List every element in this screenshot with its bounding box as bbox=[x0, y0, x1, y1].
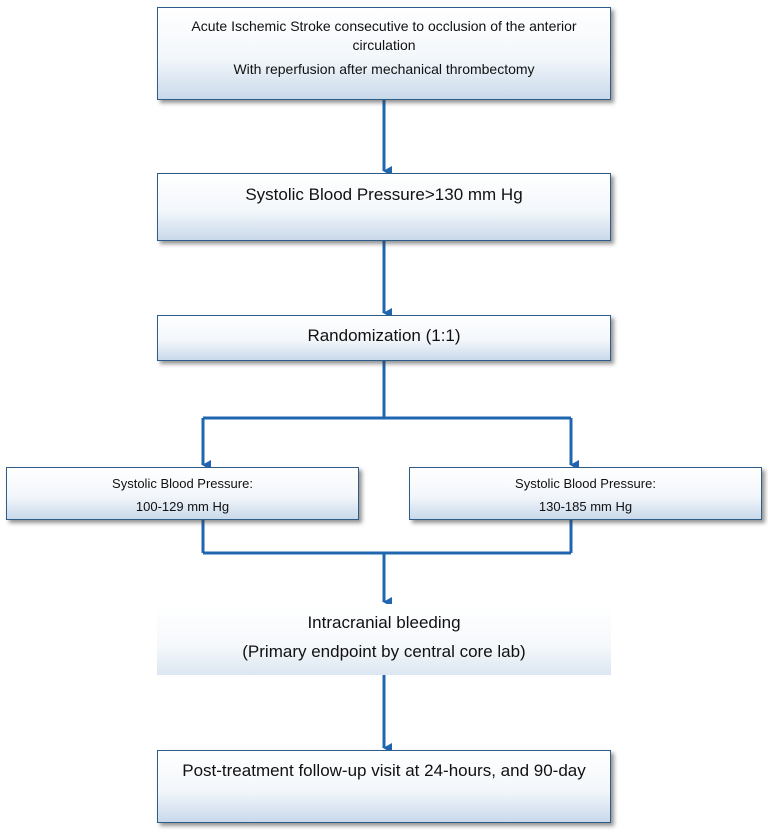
arm-high-sbp-box: Systolic Blood Pressure: 130-185 mm Hg bbox=[409, 467, 762, 520]
sbp-threshold-box: Systolic Blood Pressure>130 mm Hg bbox=[157, 173, 611, 241]
randomization-box: Randomization (1:1) bbox=[157, 315, 611, 361]
arm-low-title: Systolic Blood Pressure: bbox=[112, 476, 253, 491]
primary-endpoint-note: (Primary endpoint by central core lab) bbox=[242, 642, 526, 661]
arm-low-range: 100-129 mm Hg bbox=[135, 499, 230, 514]
follow-up-box: Post-treatment follow-up visit at 24-hou… bbox=[157, 750, 611, 823]
arm-low-sbp-box: Systolic Blood Pressure: 100-129 mm Hg bbox=[6, 467, 359, 520]
primary-endpoint-title: Intracranial bleeding bbox=[307, 613, 461, 632]
follow-up-text: Post-treatment follow-up visit at 24-hou… bbox=[182, 761, 586, 780]
inclusion-line-3: With reperfusion after mechanical thromb… bbox=[233, 61, 535, 77]
arm-high-title: Systolic Blood Pressure: bbox=[515, 476, 656, 491]
inclusion-line-2: circulation bbox=[352, 37, 416, 53]
arm-high-range: 130-185 mm Hg bbox=[538, 499, 633, 514]
inclusion-criteria-box: Acute Ischemic Stroke consecutive to occ… bbox=[157, 7, 611, 100]
primary-endpoint-box: Intracranial bleeding (Primary endpoint … bbox=[157, 604, 611, 675]
randomization-text: Randomization (1:1) bbox=[307, 326, 461, 345]
sbp-threshold-text: Systolic Blood Pressure>130 mm Hg bbox=[245, 185, 523, 204]
inclusion-line-1: Acute Ischemic Stroke consecutive to occ… bbox=[191, 18, 577, 34]
